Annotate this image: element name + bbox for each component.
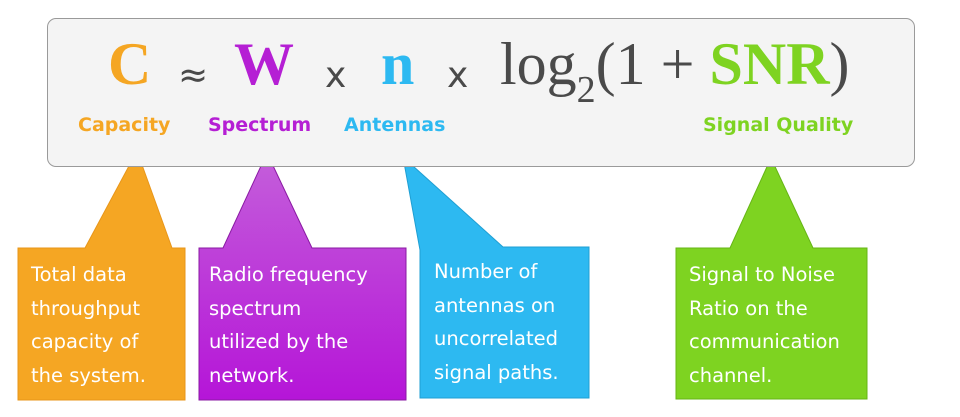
- close-paren: ): [829, 31, 850, 97]
- spectrum-label: Spectrum: [208, 114, 312, 136]
- antennas-label: Antennas: [344, 114, 446, 136]
- times-operator: x: [325, 55, 347, 96]
- capacity-symbol: C: [108, 31, 152, 97]
- spectrum-callout: [198, 151, 407, 401]
- antennas-symbol: n: [381, 31, 415, 97]
- spectrum-symbol: W: [234, 31, 294, 97]
- log-base: 2: [576, 69, 596, 111]
- spectrum-description: Radio frequency spectrum utilized by the…: [209, 263, 368, 387]
- signal-callout: [675, 156, 868, 400]
- capacity-description: Total data throughput capacity of the sy…: [31, 263, 146, 387]
- approx-operator: ≈: [178, 55, 209, 96]
- times-operator: x: [447, 55, 469, 96]
- signal-description: Signal to Noise Ratio on the communicati…: [689, 263, 840, 387]
- snr-symbol: SNR: [709, 31, 830, 97]
- antennas-callout: [402, 155, 590, 399]
- capacity-callout: [17, 149, 186, 401]
- signal-quality-label: Signal Quality: [703, 114, 854, 136]
- log-function: log2(1 + SNR): [500, 34, 850, 120]
- formula-box: [47, 18, 915, 167]
- log-text: log: [500, 31, 577, 97]
- open-paren-one-plus: (1 +: [595, 31, 695, 97]
- capacity-label: Capacity: [78, 114, 171, 136]
- antennas-description: Number of antennas on uncorrelated signa…: [434, 260, 559, 384]
